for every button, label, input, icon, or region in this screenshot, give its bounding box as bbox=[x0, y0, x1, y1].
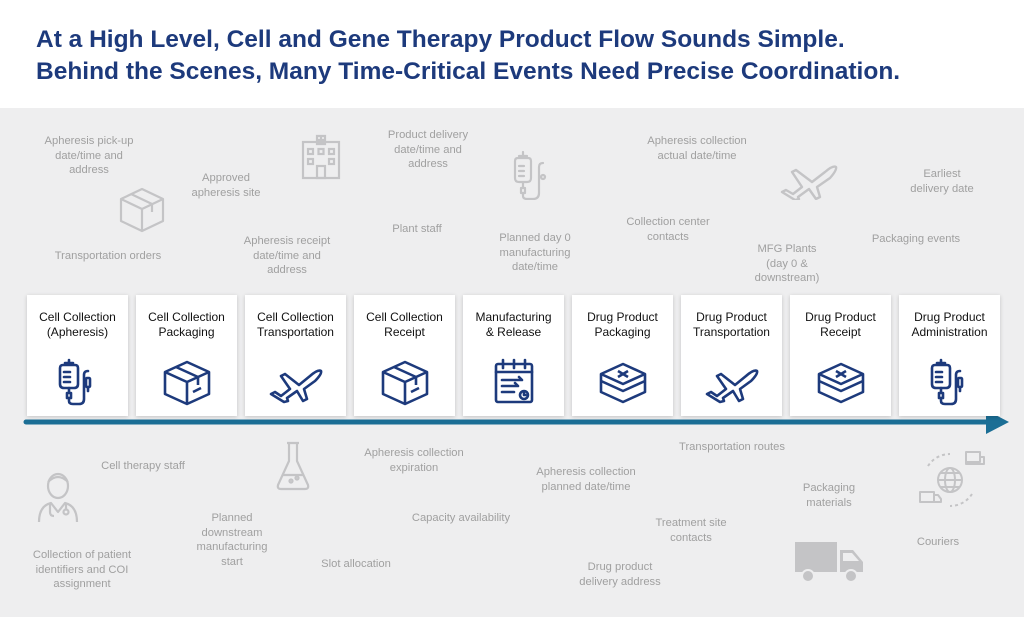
event-planned-downstream: Planned downstream manufacturing start bbox=[196, 512, 268, 568]
stage-cell-collection-apheresis: Cell Collection (Apheresis) bbox=[27, 295, 128, 416]
stage-label: Drug Product Receipt bbox=[805, 310, 876, 339]
stage-drug-product-receipt: Drug Product Receipt bbox=[790, 295, 891, 416]
hospital-icon bbox=[301, 134, 341, 180]
event-capacity-availability: Capacity availability bbox=[411, 512, 511, 524]
event-cell-therapy-staff: Cell therapy staff bbox=[101, 460, 185, 472]
event-transportation-orders: Transportation orders bbox=[54, 250, 162, 262]
event-apheresis-receipt: Apheresis receipt date/time and address bbox=[243, 235, 331, 276]
event-plant-staff: Plant staff bbox=[392, 223, 442, 235]
stage-cell-collection-packaging: Cell Collection Packaging bbox=[136, 295, 237, 416]
package-x-icon bbox=[599, 362, 647, 404]
event-product-delivery: Product delivery date/time and address bbox=[387, 129, 469, 170]
stage-label: Cell Collection (Apheresis) bbox=[39, 310, 116, 339]
stage-drug-product-packaging: Drug Product Packaging bbox=[572, 295, 673, 416]
stage-label: Manufacturing & Release bbox=[475, 310, 552, 339]
doctor-icon bbox=[37, 472, 79, 523]
stage-label: Drug Product Packaging bbox=[587, 310, 658, 339]
iv-bag-icon bbox=[513, 150, 547, 200]
stage-drug-product-administration: Drug Product Administration bbox=[899, 295, 1000, 416]
title-line-1: At a High Level, Cell and Gene Therapy P… bbox=[36, 26, 845, 53]
flask-icon bbox=[276, 441, 310, 491]
stage-label: Drug Product Transportation bbox=[693, 310, 770, 339]
truck-icon bbox=[795, 542, 863, 583]
package-x-icon bbox=[817, 362, 865, 404]
event-couriers: Couriers bbox=[916, 536, 960, 548]
iv-bag-icon bbox=[930, 358, 964, 406]
event-apheresis-expiration: Apheresis collection expiration bbox=[364, 447, 464, 474]
header: At a High Level, Cell and Gene Therapy P… bbox=[0, 0, 1024, 108]
event-packaging-events: Packaging events bbox=[871, 233, 961, 245]
event-apheresis-pickup: Apheresis pick-up date/time and address bbox=[44, 135, 134, 176]
package-icon bbox=[163, 360, 211, 406]
stage-label: Cell Collection Packaging bbox=[148, 310, 225, 339]
stage-drug-product-transportation: Drug Product Transportation bbox=[681, 295, 782, 416]
stage-label: Drug Product Administration bbox=[911, 310, 988, 339]
event-planned-day0: Planned day 0 manufacturing date/time bbox=[499, 232, 571, 273]
event-approved-apheresis-site: Approved apheresis site bbox=[191, 172, 261, 199]
event-patient-identifiers: Collection of patient identifiers and CO… bbox=[32, 549, 132, 590]
event-mfg-plants: MFG Plants (day 0 & downstream) bbox=[754, 243, 820, 284]
package-icon bbox=[119, 187, 165, 233]
event-packaging-materials: Packaging materials bbox=[802, 482, 856, 509]
iv-bag-icon bbox=[58, 358, 92, 406]
airplane-icon bbox=[269, 369, 323, 404]
calendar-icon bbox=[494, 358, 534, 404]
stage-manufacturing-release: Manufacturing & Release bbox=[463, 295, 564, 416]
event-treatment-site: Treatment site contacts bbox=[655, 517, 727, 544]
package-icon bbox=[381, 360, 429, 406]
event-slot-allocation: Slot allocation bbox=[321, 558, 391, 570]
page-title: At a High Level, Cell and Gene Therapy P… bbox=[36, 24, 900, 88]
stage-label: Cell Collection Transportation bbox=[257, 310, 334, 339]
airplane-icon bbox=[705, 369, 759, 404]
event-transportation-routes: Transportation routes bbox=[679, 441, 785, 453]
stage-cell-collection-transportation: Cell Collection Transportation bbox=[245, 295, 346, 416]
event-drug-product-address: Drug product delivery address bbox=[579, 561, 661, 588]
event-apheresis-planned: Apheresis collection planned date/time bbox=[536, 466, 636, 493]
event-earliest-delivery: Earliest delivery date bbox=[910, 168, 974, 195]
event-apheresis-actual: Apheresis collection actual date/time bbox=[647, 135, 747, 162]
title-line-2: Behind the Scenes, Many Time-Critical Ev… bbox=[36, 58, 901, 85]
airplane-icon bbox=[780, 165, 838, 200]
event-collection-center: Collection center contacts bbox=[626, 216, 710, 243]
stage-label: Cell Collection Receipt bbox=[366, 310, 443, 339]
globe-courier-icon bbox=[919, 451, 985, 508]
stage-cell-collection-receipt: Cell Collection Receipt bbox=[354, 295, 455, 416]
